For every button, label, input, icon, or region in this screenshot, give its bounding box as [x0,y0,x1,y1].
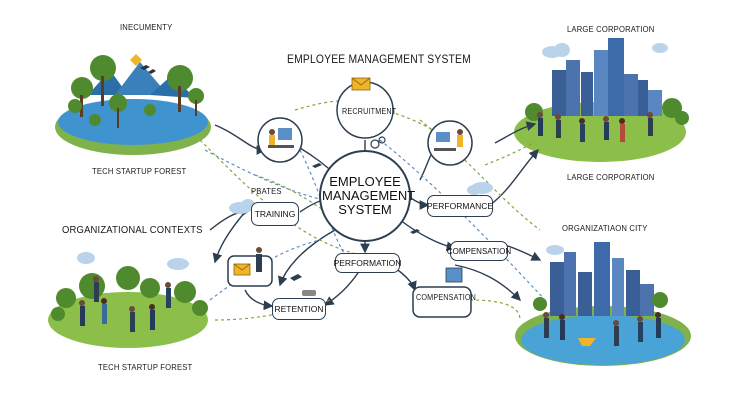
page-title: EMPLOYEE MANAGEMENT SYSTEM [287,54,471,66]
top-left-island [55,54,211,155]
center-line-3: SYSTEM [338,202,392,217]
compensation-right-label: COMPENSATION [446,246,512,256]
gears-icon [370,136,386,149]
connectors [209,121,542,311]
bottom-left-island [48,252,208,348]
training-label: TRAINING [254,209,296,219]
performation-node: PERFORMATION [333,253,402,273]
bottom-right-island [515,242,691,366]
performance-right-node: PERFORMANCE [427,195,493,217]
footer-top-right: LARGE CORPORATION [567,172,655,182]
performation-label: PERFORMATION [333,258,402,268]
bird-icon [290,163,420,281]
people-group-top-right [537,112,653,142]
footer-top-left: TECH STARTUP FOREST [92,166,187,176]
performance-right-label: PERFORMANCE [426,201,494,211]
caption-top-left: INECUMENTY [120,22,173,32]
cloud-icon [467,182,493,195]
footer-bottom-left: TECH STARTUP FOREST [98,362,193,372]
desk-worker-icon [268,128,294,148]
compensation-right-node: COMPENSATION [446,241,512,261]
training-node: TRAINING [251,202,299,226]
compensation-bottom-node [412,286,472,318]
cloud-icon [542,43,668,58]
caption-bottom-right: ORGANIZATIAON CITY [562,223,648,233]
bird-icon [140,65,156,74]
center-circle [319,150,411,242]
center-line-2: MANAGEMENT [322,188,416,203]
envelope-icon [233,263,251,276]
people-group-bottom-right [543,312,661,346]
top-right-island [514,38,689,162]
chart-icon [445,267,463,283]
retention-label: RETENTION [274,304,324,314]
people-group-bottom-left [79,276,171,332]
cloud-icon [546,245,564,255]
pbates-label: PBATES [251,186,282,196]
center-line-1: EMPLOYEE [329,174,401,189]
envelope-icon [351,77,371,91]
compensation-bottom-label: COMPENSATION [416,293,477,302]
recruitment-label: RECRUITMENT [342,107,397,116]
cloud-icon [77,252,189,270]
retention-node: RETENTION [272,298,326,320]
person-icon [256,247,262,272]
presenter-node [427,120,473,166]
caption-top-right: LARGE CORPORATION [567,24,655,34]
organizational-contexts-heading: ORGANIZATIONAL CONTEXTS [62,224,203,236]
center-title: EMPLOYEE MANAGEMENT SYSTEM [322,174,416,217]
car-icon [302,290,316,296]
presenter-icon [434,129,463,151]
butterfly-icon [130,54,142,66]
